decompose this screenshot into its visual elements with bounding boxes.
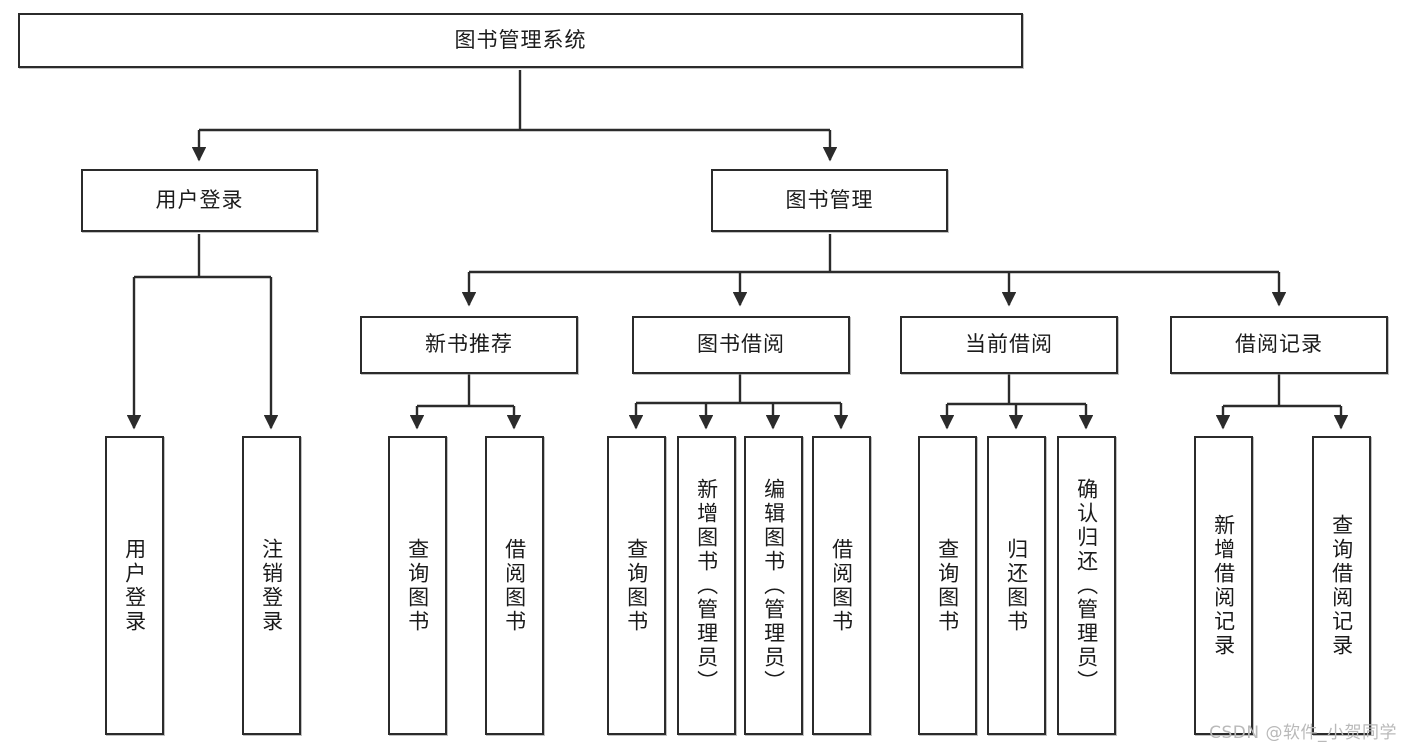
node-label: 图书管理系统: [454, 27, 587, 52]
node-label: 用户登录: [122, 537, 147, 634]
node-label: 借阅图书: [502, 537, 527, 634]
node-user-login[interactable]: 用户登录: [81, 169, 318, 232]
node-leaf-user-login[interactable]: 用户登录: [105, 436, 164, 735]
node-book-management[interactable]: 图书管理: [711, 169, 948, 232]
node-leaf-borrow-book-2[interactable]: 借阅图书: [812, 436, 871, 735]
node-label: 查询图书: [935, 537, 960, 634]
node-leaf-logout-login[interactable]: 注销登录: [242, 436, 301, 735]
node-label: 归还图书: [1004, 537, 1029, 634]
node-label: 新增图书（管理员）: [694, 477, 719, 694]
node-leaf-query-book-2[interactable]: 查询图书: [607, 436, 666, 735]
node-label: 新增借阅记录: [1211, 513, 1236, 658]
node-leaf-borrow-book-1[interactable]: 借阅图书: [485, 436, 544, 735]
node-label: 图书借阅: [697, 332, 785, 357]
node-leaf-query-book-3[interactable]: 查询图书: [918, 436, 977, 735]
node-label: 编辑图书（管理员）: [761, 477, 786, 694]
node-label: 当前借阅: [965, 332, 1053, 357]
node-leaf-query-record[interactable]: 查询借阅记录: [1312, 436, 1371, 735]
node-leaf-add-record[interactable]: 新增借阅记录: [1194, 436, 1253, 735]
node-label: 借阅记录: [1235, 332, 1323, 357]
node-leaf-return-book[interactable]: 归还图书: [987, 436, 1046, 735]
node-label: 借阅图书: [829, 537, 854, 634]
node-new-book-recommend[interactable]: 新书推荐: [360, 316, 578, 374]
node-leaf-confirm-return[interactable]: 确认归还（管理员）: [1057, 436, 1116, 735]
node-label: 查询图书: [624, 537, 649, 634]
node-label: 查询图书: [405, 537, 430, 634]
node-label: 新书推荐: [425, 332, 513, 357]
node-label: 用户登录: [155, 187, 244, 212]
node-borrow-record[interactable]: 借阅记录: [1170, 316, 1388, 374]
node-label: 确认归还（管理员）: [1074, 477, 1099, 694]
node-label: 注销登录: [259, 537, 284, 634]
node-current-borrow[interactable]: 当前借阅: [900, 316, 1118, 374]
node-root-book-management-system[interactable]: 图书管理系统: [18, 13, 1023, 68]
node-leaf-query-book-1[interactable]: 查询图书: [388, 436, 447, 735]
node-leaf-edit-book[interactable]: 编辑图书（管理员）: [744, 436, 803, 735]
node-book-borrow[interactable]: 图书借阅: [632, 316, 850, 374]
node-leaf-add-book[interactable]: 新增图书（管理员）: [677, 436, 736, 735]
node-label: 图书管理: [785, 187, 874, 212]
node-label: 查询借阅记录: [1329, 513, 1354, 658]
